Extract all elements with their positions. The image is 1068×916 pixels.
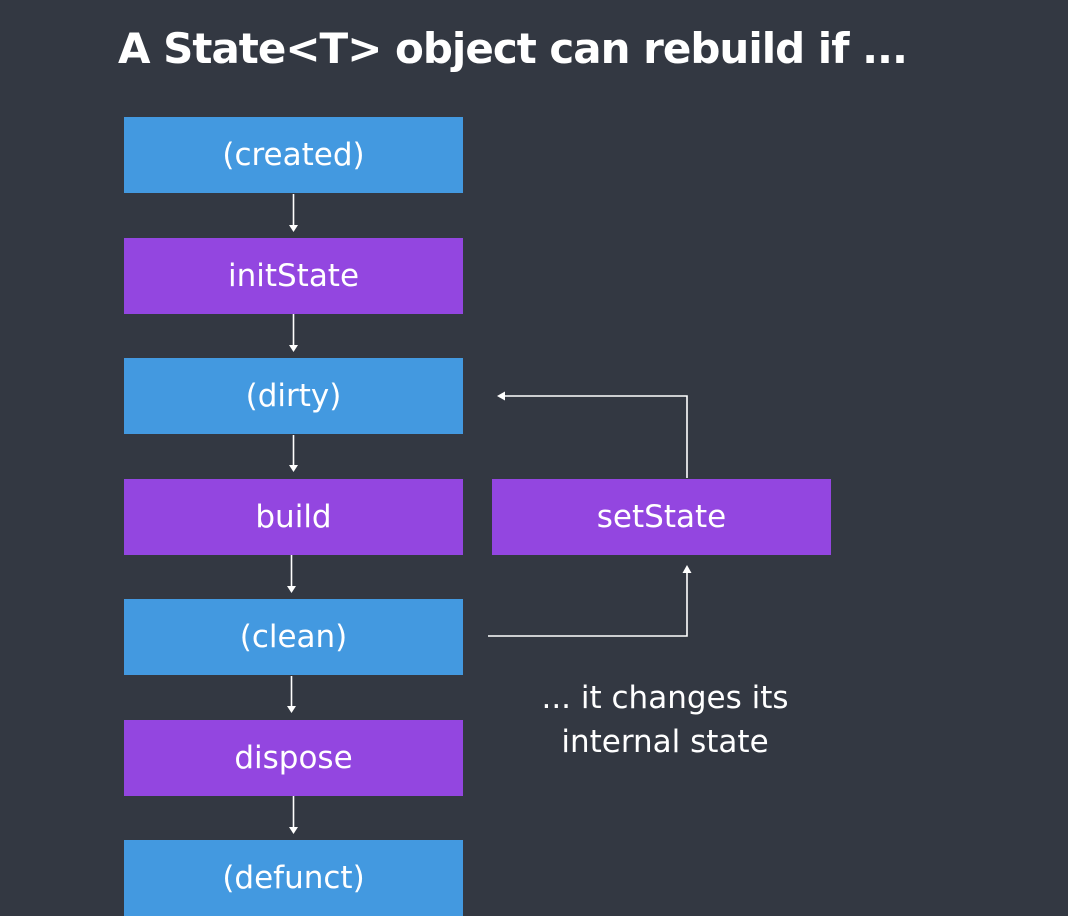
defunct-state-label: (defunct)	[222, 860, 365, 896]
arrowhead-setstate	[682, 565, 692, 573]
note-line-2: internal state	[561, 724, 769, 760]
arrow-setstate-to-dirty	[505, 395, 688, 478]
clean-state-box: (clean)	[124, 599, 463, 675]
created-state-box: (created)	[124, 117, 463, 193]
rebuild-condition-note: ... it changes its internal state	[520, 676, 810, 764]
init-state-method-box: initState	[124, 238, 463, 314]
arrowhead-build	[289, 465, 298, 472]
set-state-method-box: setState	[492, 479, 831, 555]
dirty-state-box: (dirty)	[124, 358, 463, 434]
slide-title: A State<T> object can rebuild if ...	[118, 24, 908, 73]
arrowhead-defunct	[289, 827, 298, 834]
init-state-method-label: initState	[227, 258, 360, 294]
arrow-clean-to-setstate	[488, 572, 688, 637]
arrowhead-initstate	[289, 225, 298, 232]
defunct-state-box: (defunct)	[124, 840, 463, 916]
dirty-state-label: (dirty)	[245, 378, 342, 414]
note-line-1: ... it changes its	[541, 680, 789, 716]
dispose-method-label: dispose	[234, 740, 353, 776]
build-method-box: build	[124, 479, 463, 555]
arrowhead-clean	[287, 586, 296, 593]
set-state-method-label: setState	[596, 499, 727, 535]
created-state-label: (created)	[222, 137, 365, 173]
clean-state-label: (clean)	[239, 619, 348, 655]
dispose-method-box: dispose	[124, 720, 463, 796]
arrowhead-dispose	[287, 706, 296, 713]
build-method-label: build	[255, 499, 332, 535]
arrowhead-dirty	[289, 345, 298, 352]
arrowhead-dirty-return	[497, 391, 505, 401]
